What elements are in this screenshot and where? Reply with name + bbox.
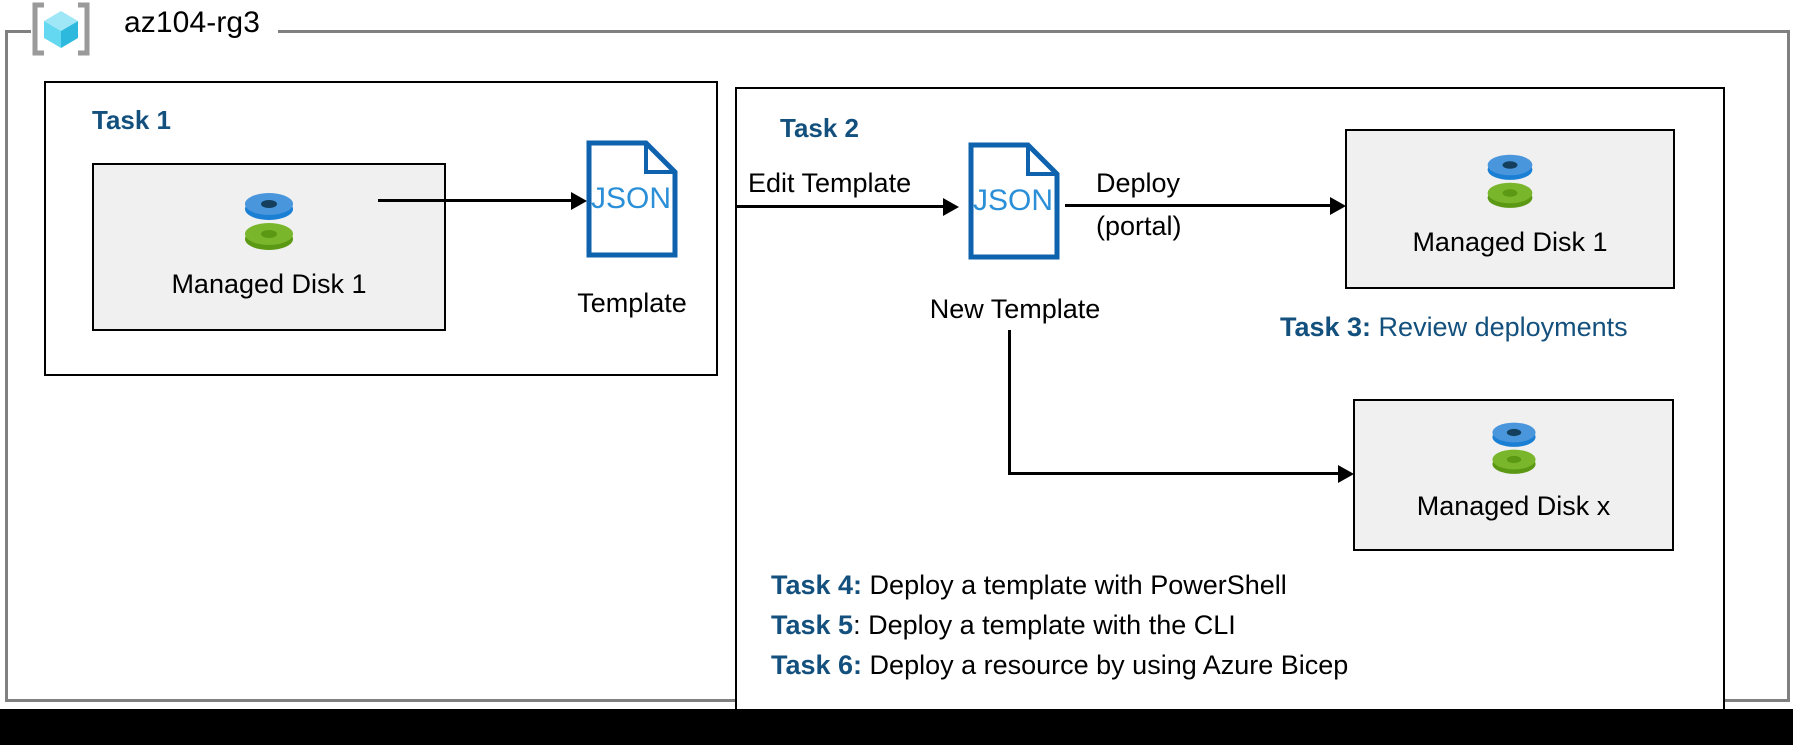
- managed-disk-1-label: Managed Disk 1: [171, 269, 367, 299]
- managed-disk-1-box[interactable]: Managed Disk 1: [92, 163, 446, 331]
- edit-template-label: Edit Template: [748, 168, 912, 198]
- task-4-desc: Deploy a template with PowerShell: [862, 570, 1287, 600]
- task-3-key: Task 3:: [1280, 312, 1372, 342]
- bottom-black-strip: [0, 709, 1793, 745]
- managed-disk-1-deployed-label: Managed Disk 1: [1412, 227, 1608, 257]
- task-6-key: Task 6:: [771, 650, 863, 680]
- task-6-desc: Deploy a resource by using Azure Bicep: [862, 650, 1349, 680]
- task-4-line: Task 4: Deploy a template with PowerShel…: [771, 570, 1287, 601]
- task-3-line: Task 3: Review deployments: [1280, 312, 1628, 343]
- json-new-template-icon[interactable]: JSON: [968, 142, 1060, 260]
- managed-disk-icon: [1482, 145, 1538, 218]
- svg-text:JSON: JSON: [591, 182, 671, 215]
- arrow-deploy-elbow-head: [1338, 465, 1354, 483]
- arrow-deploy-portal-head: [1330, 197, 1346, 215]
- new-template-caption: New Template: [929, 294, 1101, 324]
- managed-disk-icon: [239, 183, 299, 260]
- resource-group-border-left: [5, 30, 8, 702]
- managed-disk-x-box[interactable]: Managed Disk x: [1353, 399, 1674, 551]
- json-template-icon[interactable]: JSON: [586, 140, 678, 258]
- managed-disk-x-label: Managed Disk x: [1416, 491, 1611, 521]
- svg-text:JSON: JSON: [973, 184, 1053, 217]
- deploy-portal-label: (portal): [1096, 211, 1182, 241]
- arrow-deploy-portal: [1065, 204, 1339, 207]
- resource-group-border-top-left: [5, 30, 31, 33]
- arrow-edit-template: [735, 205, 949, 208]
- task-1-heading: Task 1: [92, 105, 172, 135]
- deploy-label: Deploy: [1096, 168, 1181, 198]
- task-5-desc: : Deploy a template with the CLI: [853, 610, 1236, 640]
- managed-disk-1-deployed-box[interactable]: Managed Disk 1: [1345, 129, 1675, 289]
- task-2-heading: Task 2: [780, 113, 860, 143]
- task-5-key: Task 5: [771, 610, 854, 640]
- arrow-deploy-elbow-horizontal: [1008, 472, 1350, 475]
- arrow-disk-to-template: [378, 199, 578, 202]
- arrow-disk-to-template-head: [571, 192, 587, 210]
- task-6-line: Task 6: Deploy a resource by using Azure…: [771, 650, 1348, 681]
- arrow-deploy-elbow-vertical: [1008, 330, 1011, 475]
- resource-group-name: az104-rg3: [124, 6, 260, 39]
- resource-group-border-top-right: [278, 30, 1790, 33]
- task-5-line: Task 5: Deploy a template with the CLI: [771, 610, 1236, 641]
- resource-group-border-right: [1787, 30, 1790, 702]
- task-3-desc: Review deployments: [1371, 312, 1628, 342]
- template-caption: Template: [577, 288, 687, 318]
- managed-disk-icon: [1487, 413, 1541, 484]
- azure-resource-group-icon: [30, 2, 92, 56]
- task-4-key: Task 4:: [771, 570, 863, 600]
- arrow-edit-template-head: [943, 198, 959, 216]
